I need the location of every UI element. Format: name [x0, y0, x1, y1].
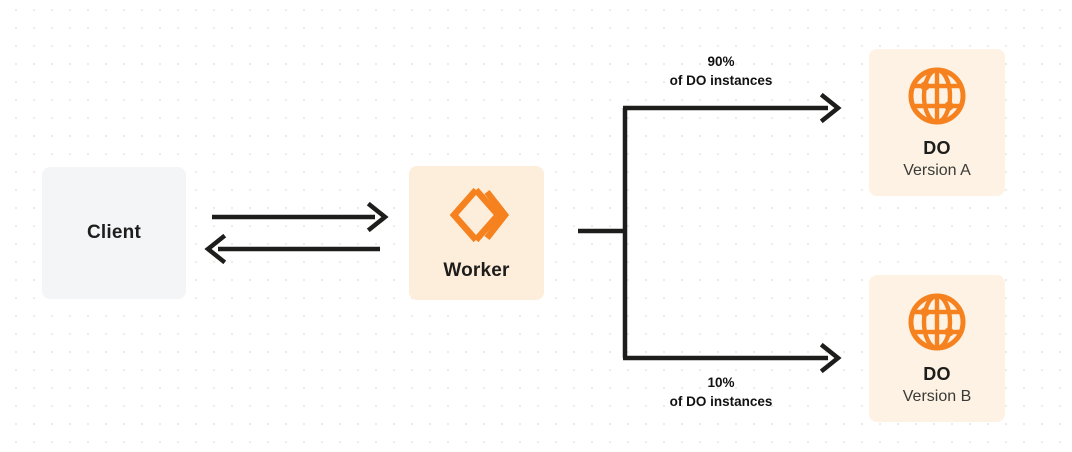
- edge-label-do-a-text: of DO instances: [669, 73, 773, 89]
- edge-worker-to-do-b: [623, 342, 842, 374]
- edge-label-do-b-percent: 10%: [707, 375, 735, 390]
- edge-label-do-b-text: of DO instances: [669, 394, 773, 410]
- node-client-label: Client: [87, 222, 141, 243]
- edge-client-to-worker: [212, 201, 389, 233]
- edge-worker-to-client: [204, 233, 380, 265]
- node-do-version-b-label: DO: [923, 364, 951, 384]
- node-worker[interactable]: Worker: [409, 166, 544, 300]
- globe-icon: [906, 291, 968, 358]
- edge-worker-split: [578, 108, 628, 358]
- node-do-version-b-sublabel: Version B: [902, 388, 972, 405]
- edge-label-do-a: 90% of DO instances: [613, 52, 829, 90]
- edge-worker-to-do-a: [623, 92, 842, 124]
- node-do-version-a-sublabel: Version A: [903, 162, 971, 179]
- edge-label-do-a-percent: 90%: [707, 54, 735, 69]
- node-do-version-b[interactable]: DO Version B: [869, 275, 1005, 422]
- node-do-version-a[interactable]: DO Version A: [869, 49, 1005, 196]
- node-worker-label: Worker: [443, 259, 510, 281]
- globe-icon: [906, 65, 968, 132]
- edge-label-do-b: 10% of DO instances: [613, 373, 829, 411]
- node-do-version-a-label: DO: [923, 138, 951, 158]
- cloudflare-workers-icon: [445, 185, 509, 250]
- node-client[interactable]: Client: [42, 167, 186, 299]
